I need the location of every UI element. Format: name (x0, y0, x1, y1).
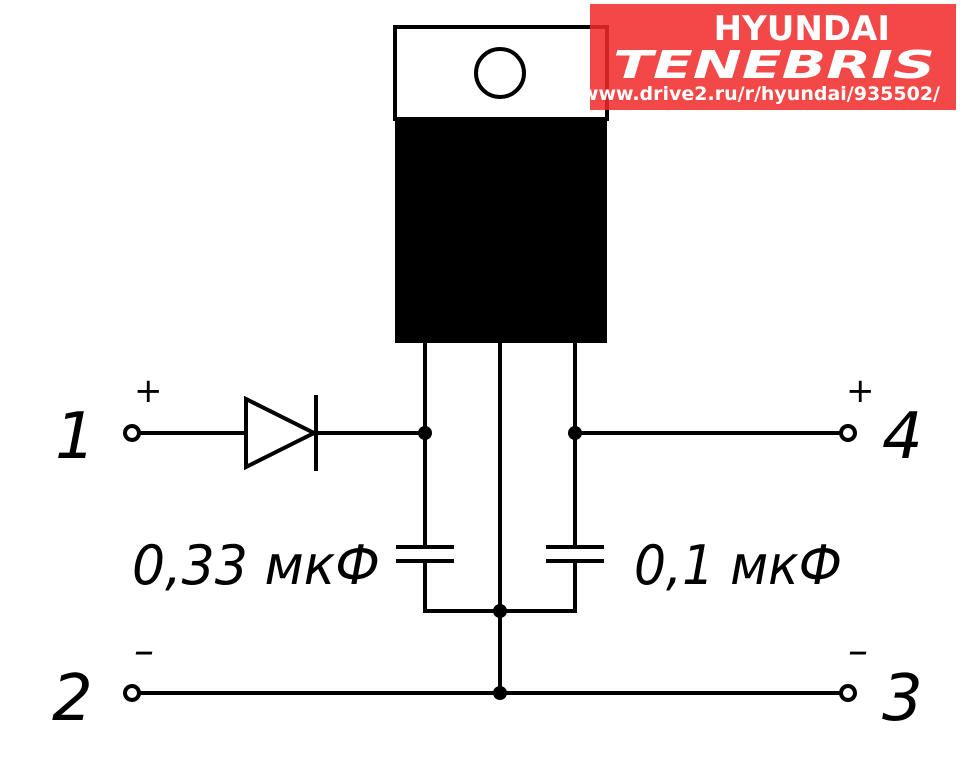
terminal-1-number: 1 (55, 400, 96, 474)
terminal-3-icon (839, 684, 857, 702)
capacitor-input-icon (396, 545, 454, 563)
terminal-2-number: 2 (52, 662, 93, 736)
diode-icon (244, 395, 319, 471)
terminal-3-polarity: – (848, 628, 868, 674)
capacitor-input-label: 0,33 мкФ (132, 534, 380, 597)
terminal-1-icon (123, 424, 141, 442)
terminal-1-polarity: + (134, 371, 163, 411)
terminal-2-icon (123, 684, 141, 702)
terminal-4-number: 4 (882, 400, 923, 474)
capacitor-output-label: 0,1 мкФ (634, 534, 842, 597)
junction-dots (418, 426, 582, 700)
terminal-4-polarity: + (846, 371, 875, 411)
junction-ground (493, 686, 507, 700)
watermark-banner: HYUNDAI TENEBRIS www.drive2.ru/r/hyundai… (581, 4, 956, 110)
regulator-body (395, 117, 607, 343)
junction-cap-ground (493, 604, 507, 618)
terminal-4-icon (839, 424, 857, 442)
watermark-model: TENEBRIS (613, 43, 935, 87)
voltage-regulator (393, 25, 609, 343)
watermark-brand: HYUNDAI (714, 9, 890, 49)
capacitor-output-icon (546, 545, 604, 563)
junction-output (568, 426, 582, 440)
mounting-hole-icon (474, 47, 526, 99)
junction-input (418, 426, 432, 440)
watermark-url: www.drive2.ru/r/hyundai/935502/ (581, 83, 940, 105)
terminal-2-polarity: – (134, 628, 154, 674)
terminal-3-number: 3 (882, 662, 923, 736)
watermark-background (590, 4, 956, 110)
